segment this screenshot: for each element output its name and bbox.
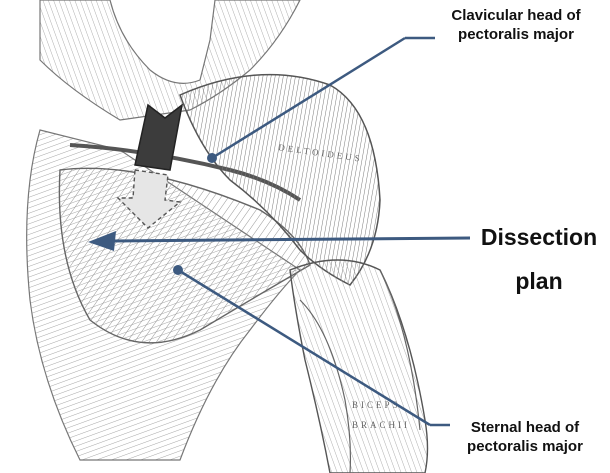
brachii-engraving: BRACHII xyxy=(352,420,410,430)
dissection-plan-line2: plan xyxy=(470,264,608,298)
upper-arm xyxy=(290,260,428,473)
sternal-head-line1: Sternal head of xyxy=(445,418,605,437)
sternal-head-line2: pectoralis major xyxy=(445,437,605,456)
clavicular-head-line2: pectoralis major xyxy=(428,25,604,44)
clavicular-head-line1: Clavicular head of xyxy=(428,6,604,25)
dissection-plan-label: Dissection plan xyxy=(470,220,608,298)
clavicular-head-label: Clavicular head of pectoralis major xyxy=(428,6,604,44)
clavicular-pointer-dot xyxy=(207,153,217,163)
sternal-head-label: Sternal head of pectoralis major xyxy=(445,418,605,456)
sternal-pointer-dot xyxy=(173,265,183,275)
dissection-plan-line1: Dissection xyxy=(470,220,608,254)
